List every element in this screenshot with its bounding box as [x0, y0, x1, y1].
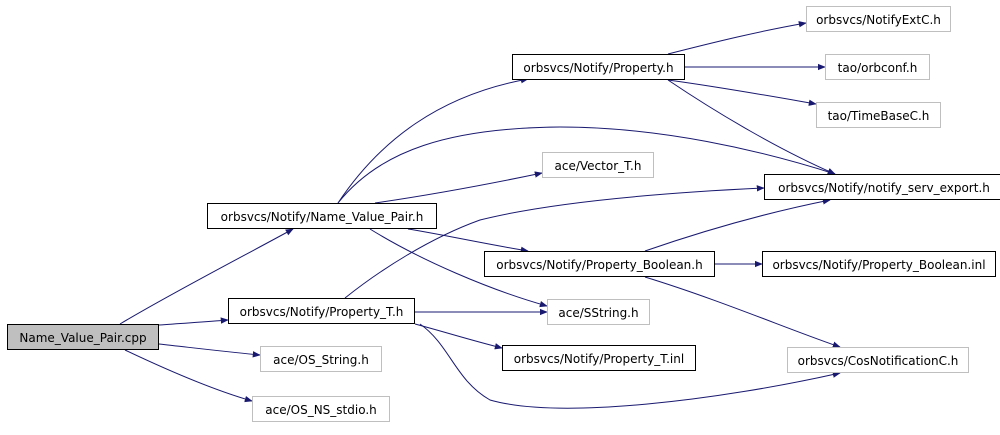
node-property-h[interactable]: orbsvcs/Notify/Property.h	[512, 54, 685, 80]
edge-name-value-pair-cpp-to-name-value-pair-h	[119, 228, 294, 325]
node-name-value-pair-h[interactable]: orbsvcs/Notify/Name_Value_Pair.h	[207, 203, 437, 229]
node-property-t-inl[interactable]: orbsvcs/Notify/Property_T.inl	[502, 345, 696, 371]
edge-name-value-pair-cpp-to-property-t-h	[158, 317, 229, 326]
edge-name-value-pair-cpp-to-os-ns-stdio-h	[124, 349, 253, 403]
edge-name-value-pair-h-to-property-h	[337, 77, 529, 204]
edge-name-value-pair-h-to-vector-t-h	[374, 171, 543, 204]
node-sstring-h[interactable]: ace/SString.h	[547, 299, 650, 325]
node-orbconf-h[interactable]: tao/orbconf.h	[825, 54, 930, 80]
edge-name-value-pair-h-to-sstring-h	[369, 228, 548, 308]
node-property-boolean-inl[interactable]: orbsvcs/Notify/Property_Boolean.inl	[762, 251, 996, 277]
node-name-value-pair-cpp[interactable]: Name_Value_Pair.cpp	[7, 324, 159, 350]
edge-property-h-to-notifyextc-h	[667, 21, 807, 55]
node-property-boolean-h[interactable]: orbsvcs/Notify/Property_Boolean.h	[484, 251, 715, 277]
edge-property-t-h-to-cosnotificationc-h	[419, 323, 841, 409]
node-timebasec-h[interactable]: tao/TimeBaseC.h	[816, 102, 941, 128]
node-property-t-h[interactable]: orbsvcs/Notify/Property_T.h	[228, 298, 415, 324]
node-notifyextc-h[interactable]: orbsvcs/NotifyExtC.h	[806, 6, 951, 32]
edge-property-boolean-h-to-notify-serv-export-h	[644, 198, 831, 252]
edge-property-h-to-timebasec-h	[667, 79, 817, 106]
edge-name-value-pair-cpp-to-os-string-h	[158, 343, 261, 358]
edge-property-t-h-to-property-t-inl	[414, 323, 503, 350]
edge-property-h-to-notify-serv-export-h	[667, 79, 836, 175]
node-os-ns-stdio-h[interactable]: ace/OS_NS_stdio.h	[252, 396, 390, 422]
edge-name-value-pair-h-to-notify-serv-export-h	[337, 126, 836, 204]
edge-name-value-pair-h-to-property-boolean-h	[407, 228, 529, 253]
node-os-string-h[interactable]: ace/OS_String.h	[260, 346, 382, 372]
edge-property-boolean-h-to-cosnotificationc-h	[644, 276, 841, 348]
node-vector-t-h[interactable]: ace/Vector_T.h	[542, 152, 654, 178]
node-notify-serv-export-h[interactable]: orbsvcs/Notify/notify_serv_export.h	[764, 174, 1000, 200]
edge-property-t-h-to-notify-serv-export-h	[344, 185, 765, 299]
node-cosnotificationc-h[interactable]: orbsvcs/CosNotificationC.h	[787, 347, 969, 373]
